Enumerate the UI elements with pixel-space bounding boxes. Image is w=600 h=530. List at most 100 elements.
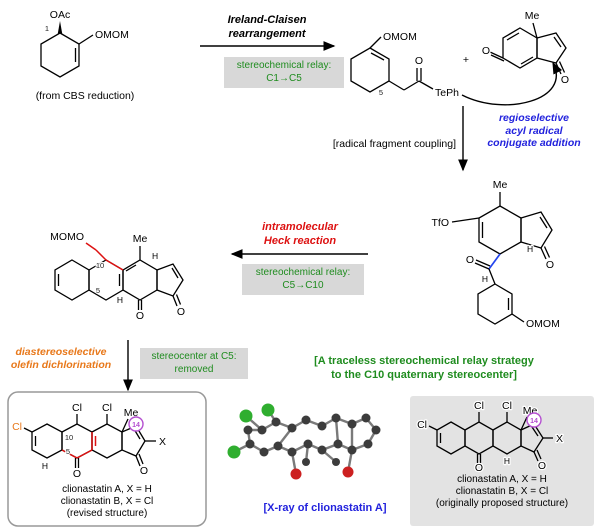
atom-label-o: O — [475, 462, 483, 474]
wedge-bond — [57, 21, 63, 34]
locant-c10: 10 — [65, 433, 73, 442]
atom-label-o: O — [415, 55, 423, 67]
relay-bond — [95, 249, 107, 261]
atom-label-o: O — [136, 310, 144, 322]
step2-label: regioselective acyl radical conjugate ad… — [470, 112, 598, 150]
atom-label-h: H — [504, 456, 510, 466]
relay1-line1: stereochemical relay: — [236, 60, 332, 71]
step3-line1: intramolecular — [262, 221, 338, 233]
conjugate-addition-curved-arrow — [461, 61, 563, 106]
locant-c14: 14 — [132, 422, 140, 429]
atom-label-cl: Cl — [12, 421, 22, 433]
structure-clionastatin-original: Cl Cl Cl Me X O O H 14 — [416, 399, 564, 476]
step4-label: diastereoselective olefin dichlorination — [2, 346, 120, 371]
strategy-line2: to the C10 quaternary stereocenter] — [331, 369, 517, 381]
atom-label-oac: OAc — [50, 9, 70, 21]
atom-label-o: O — [140, 465, 148, 477]
atom-label-o: O — [546, 259, 554, 271]
atom-label-o: O — [177, 306, 185, 318]
atom-label-omom: OMOM — [383, 31, 417, 43]
new-acyl-bond — [488, 253, 501, 270]
highlight-bond — [61, 449, 78, 459]
strategy-note: [A traceless stereochemical relay strate… — [252, 354, 596, 382]
relay-box-1: stereochemical relay: C1→C5 — [224, 57, 344, 88]
atom-label-o: O — [466, 254, 474, 266]
step3-label: intramolecular Heck reaction — [240, 221, 360, 248]
atom-label-h: H — [117, 295, 123, 305]
structure-clionastatin-revised: Cl Cl Cl Me X O O 10 5 H 14 — [11, 401, 167, 482]
revised-caption-b: clionastatin B, X = Cl — [60, 496, 154, 507]
new-heck-bond — [105, 259, 124, 271]
revised-caption-note: (revised structure) — [66, 508, 148, 519]
atom-label-omom: OMOM — [526, 318, 560, 330]
xray-model — [227, 403, 381, 480]
note-line2: removed — [174, 363, 214, 375]
locant-c5: 5 — [96, 286, 100, 295]
chlorine-atom — [261, 403, 275, 417]
relay2-line2: C5→C10 — [282, 279, 324, 291]
relay-bond — [85, 242, 97, 251]
revised-caption-a: clionastatin A, X = H — [62, 484, 152, 495]
atom-label-h: H — [527, 244, 533, 254]
atom-label-h: H — [482, 274, 488, 284]
relay-box-2: stereochemical relay: C5→C10 — [242, 264, 364, 295]
structure-heck-precursor: Me TfO H O O H OMOM — [430, 178, 561, 332]
relay1-line2: C1→C5 — [266, 72, 302, 84]
start-material-caption: (from CBS reduction) — [35, 90, 135, 102]
chlorine-atom — [239, 409, 253, 423]
atom-label-o: O — [482, 45, 490, 57]
oxygen-atom — [290, 468, 302, 480]
atom-label-teph: TePh — [435, 87, 459, 99]
original-caption-note: (originally proposed structure) — [435, 498, 569, 509]
atom-label-cl: Cl — [474, 400, 484, 412]
atom-label-cl: Cl — [502, 400, 512, 412]
note-line1: stereocenter at C5: — [151, 351, 237, 362]
step2-line3: conjugate addition — [487, 137, 581, 149]
locant-c1: 1 — [45, 24, 49, 33]
atom-label-cl: Cl — [72, 402, 82, 414]
atom-label-o: O — [538, 460, 546, 472]
step2-line2: acyl radical — [505, 124, 563, 137]
locant-c10: 10 — [96, 261, 104, 270]
atom-label-momo: MOMO — [50, 231, 84, 243]
step1-label: Ireland-Claisen rearrangement — [192, 14, 342, 41]
xray-caption: [X-ray of clionastatin A] — [263, 502, 387, 514]
plus-sign: + — [463, 54, 469, 66]
atom-label-me: Me — [133, 233, 148, 245]
strategy-line1: [A traceless stereochemical relay strate… — [314, 355, 534, 367]
structure-acyl-telluride: OMOM 5 O TePh — [350, 30, 460, 100]
highlight-bond — [76, 449, 93, 459]
step4-line1: diastereoselective — [15, 346, 107, 358]
locant-c14: 14 — [530, 418, 538, 425]
structure-heck-product: Me MOMO 10 5 H H O O — [49, 230, 186, 324]
step1-label-line1: Ireland-Claisen — [227, 14, 307, 26]
atom-label-o: O — [561, 74, 569, 86]
atom-label-o: O — [73, 468, 81, 480]
c14-circle — [526, 412, 542, 428]
revised-structure-captions: clionastatin A, X = H clionastatin B, X … — [10, 484, 204, 520]
original-structure-captions: clionastatin A, X = H clionastatin B, X … — [412, 474, 592, 510]
atom-label-x: X — [159, 436, 166, 448]
structure-start-material: OAc OMOM 1 — [40, 8, 130, 78]
step1-label-line2: rearrangement — [228, 27, 306, 40]
atom-label-cl: Cl — [417, 419, 427, 431]
atom-label-me: Me — [525, 10, 540, 22]
oxygen-atom — [342, 466, 354, 478]
atom-label-me: Me — [493, 179, 508, 191]
radical-coupling-label: [radical fragment coupling] — [332, 138, 456, 150]
atom-label-h: H — [42, 461, 48, 471]
locant-c5: 5 — [379, 88, 383, 97]
locant-c5: 5 — [66, 447, 70, 456]
step4-line2: olefin dichlorination — [10, 358, 112, 371]
atom-label-x: X — [556, 433, 563, 445]
step3-line2: Heck reaction — [263, 234, 337, 247]
atom-label-h: H — [152, 251, 158, 261]
step4-note-box: stereocenter at C5: removed — [140, 348, 248, 379]
step2-line1: regioselective — [498, 112, 570, 124]
original-caption-b: clionastatin B, X = Cl — [455, 486, 549, 497]
c14-circle — [128, 416, 144, 432]
structure-enone: Me O O — [461, 9, 570, 106]
original-structure-panel — [410, 396, 594, 526]
